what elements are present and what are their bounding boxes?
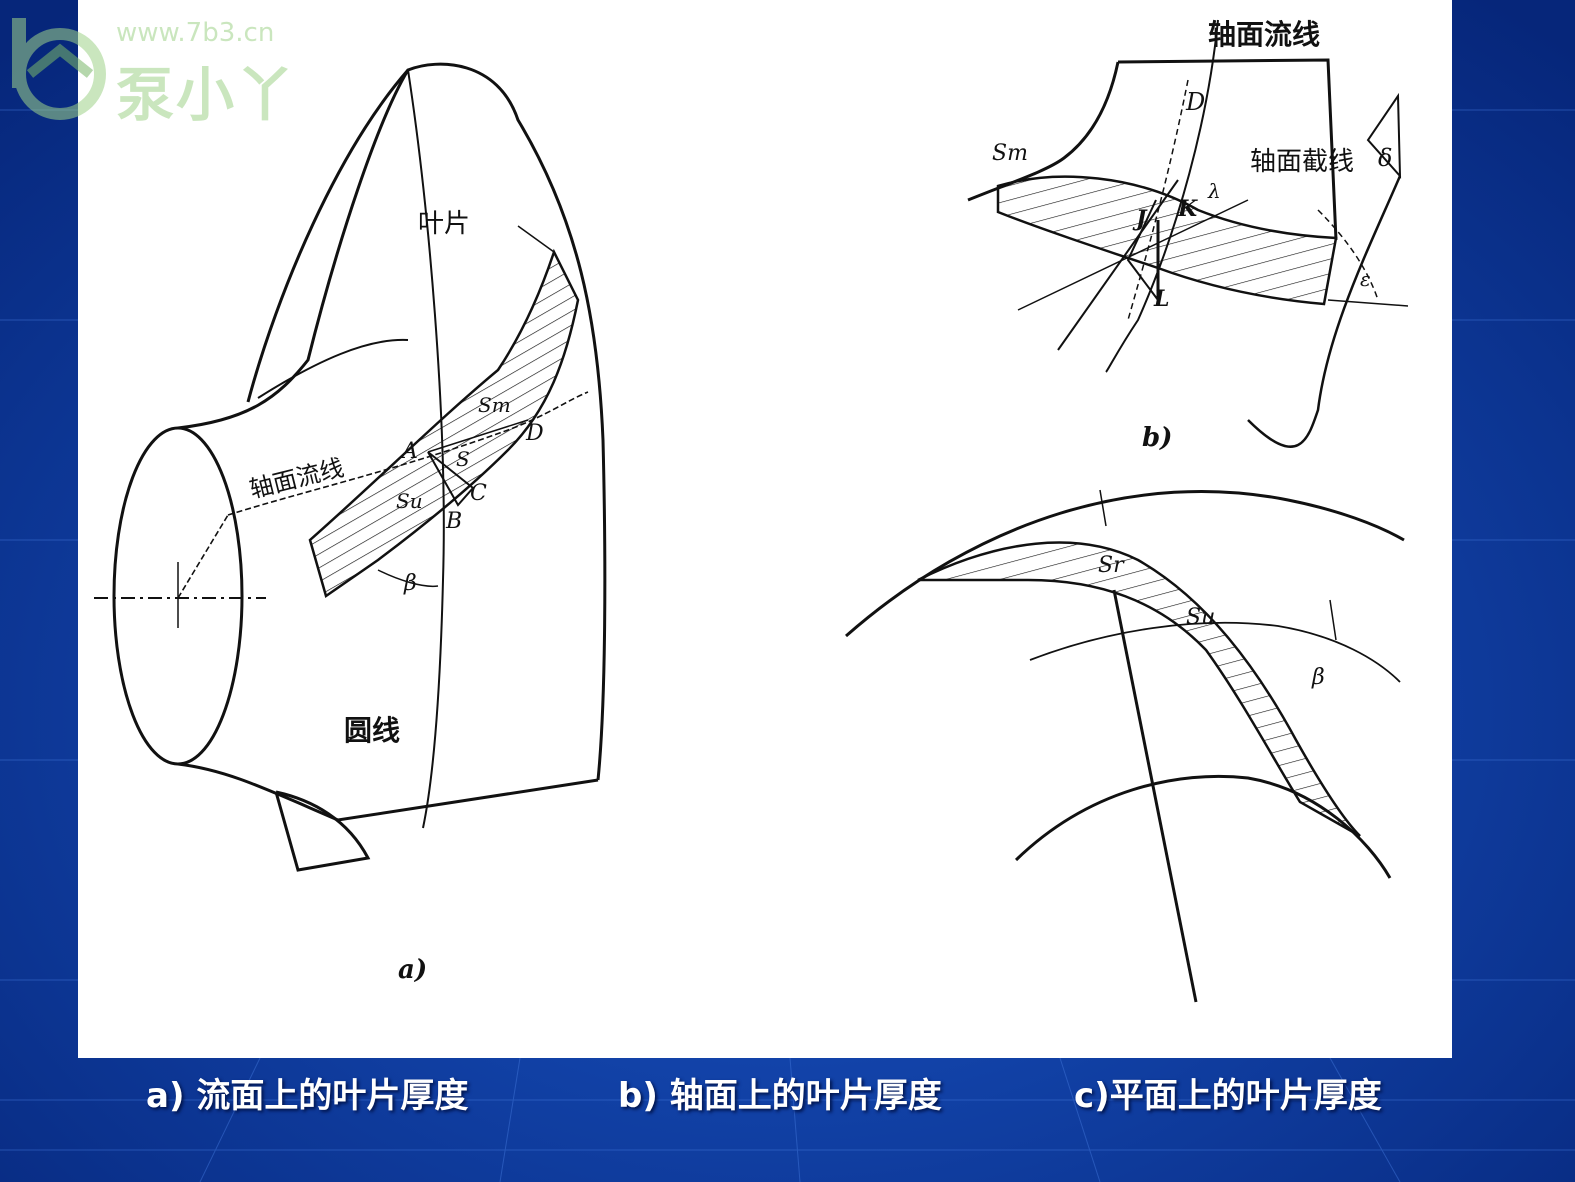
blade-section-c [917,541,1361,838]
point-l: L [1153,286,1169,312]
circle-line [407,69,445,829]
point-k: K [1177,196,1198,222]
point-a: A [400,439,418,464]
caption-b: b) 轴面上的叶片厚度 [618,1076,942,1116]
watermark-logo-icon [12,18,106,120]
point-c: C [470,481,487,506]
axial-streamline-b [1105,19,1219,373]
figure-a [94,62,607,872]
symbol-su-c: Su [1186,605,1215,630]
label-axial-streamline-a: 轴面流线 [247,453,347,503]
outer-arc-c [845,490,1405,638]
watermark-url: www.7b3.cn [116,18,275,48]
symbol-beta-a: β [403,571,417,596]
blade-section-b [996,175,1338,306]
symbol-epsilon: ε [1360,267,1371,291]
panel-label-a: a) [398,955,427,985]
label-circle-line: 圆线 [344,714,400,747]
caption-a: a) 流面上的叶片厚度 [146,1076,469,1116]
diagram-canvas: 叶片 轴面流线 圆线 A B C D Sm S Su β a) [78,0,1452,1058]
diagram-svg: 叶片 轴面流线 圆线 A B C D Sm S Su β a) [94,18,1409,1003]
point-b: B [445,509,462,534]
point-d-a: D [525,421,544,446]
symbol-lambda: λ [1207,179,1221,203]
label-blade: 叶片 [418,209,470,239]
symbol-su-a: Su [396,489,423,513]
point-d-b: D [1185,88,1205,116]
panel-label-b: b) [1142,423,1172,453]
point-j: J [1132,206,1148,232]
watermark: www.7b3.cn 泵小丫 [8,10,308,129]
figure-b [967,19,1409,448]
mid-arc-c [1029,621,1401,683]
label-axial-section-b: 轴面截线 [1250,147,1354,177]
figure-c [845,489,1405,1003]
radial-line-c [1112,589,1198,1003]
symbol-sm-a: Sm [478,393,511,417]
symbol-sr: Sr [1098,553,1125,578]
hub-outline [177,62,607,781]
captions-bar: a) 流面上的叶片厚度 b) 轴面上的叶片厚度 c)平面上的叶片厚度 [0,1068,1575,1128]
inner-arc-c [1014,774,1392,879]
symbol-s-a: S [456,447,470,471]
symbol-beta-c: β [1311,665,1325,690]
watermark-name: 泵小丫 [116,61,297,129]
symbol-sm-b: Sm [992,141,1028,166]
caption-c: c)平面上的叶片厚度 [1074,1076,1382,1116]
shroud-outline [246,69,410,403]
body-bottom [177,762,599,822]
label-axial-streamline-b: 轴面流线 [1208,18,1320,51]
symbol-delta: δ [1378,144,1392,172]
